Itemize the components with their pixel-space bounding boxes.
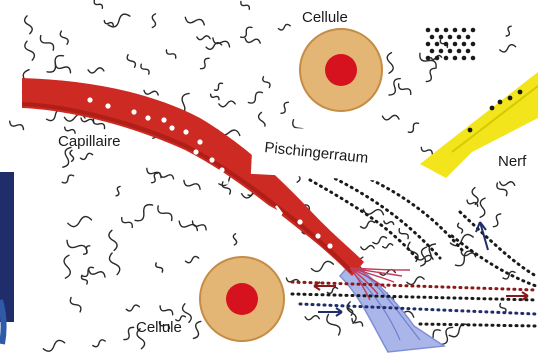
cluster-dot	[426, 42, 431, 47]
cluster-dot	[453, 42, 458, 47]
cluster-dot	[466, 49, 471, 54]
cluster-dot	[430, 49, 435, 54]
cluster-dot	[439, 49, 444, 54]
label-cell-bottom: Cellule	[136, 319, 182, 336]
label-cell-top: Cellule	[302, 9, 348, 26]
cell-bottom-nucleus	[226, 283, 258, 315]
cluster-dot	[462, 28, 467, 33]
cluster-dot	[430, 35, 435, 40]
blood-cell-dot	[297, 219, 302, 224]
blood-cell-dot	[197, 139, 202, 144]
blood-cell-dot	[183, 129, 188, 134]
cluster-dot	[448, 49, 453, 54]
blood-cell-dot	[315, 233, 320, 238]
cluster-dot	[466, 35, 471, 40]
cluster-dot	[444, 56, 449, 61]
label-nerve: Nerf	[498, 153, 527, 170]
cluster-dot	[462, 42, 467, 47]
cluster-dot	[444, 28, 449, 33]
cluster-dot	[426, 28, 431, 33]
nerve-dot	[490, 106, 495, 111]
left-frame-curve	[0, 300, 4, 344]
cluster-dot	[448, 35, 453, 40]
blood-cell-dot	[131, 109, 136, 114]
cell-top	[300, 29, 382, 111]
blood-cell-dot	[223, 179, 228, 184]
cluster-dot	[471, 56, 476, 61]
label-capillary: Capillaire	[58, 133, 121, 150]
blood-cell-dot	[105, 103, 110, 108]
cluster-dot	[471, 42, 476, 47]
nerve-dot	[508, 96, 513, 101]
cluster-dot	[435, 28, 440, 33]
cluster-dot	[435, 42, 440, 47]
cluster-dot	[444, 42, 449, 47]
cluster-dot	[471, 28, 476, 33]
nerve-dot	[498, 100, 503, 105]
blood-cell-dot	[327, 243, 332, 248]
blood-cell-dot	[209, 157, 214, 162]
cluster-dot	[457, 49, 462, 54]
cluster-dot	[426, 56, 431, 61]
cluster-dot	[453, 28, 458, 33]
cluster-dot	[453, 56, 458, 61]
cluster-dot	[462, 56, 467, 61]
nerve-dot	[468, 128, 473, 133]
cell-top-nucleus	[325, 54, 357, 86]
blood-cell-dot	[193, 149, 198, 154]
blood-cell-dot	[169, 125, 174, 130]
cluster-dot	[435, 56, 440, 61]
nerve-dot	[518, 90, 523, 95]
blood-cell-dot	[219, 167, 224, 172]
blood-cell-dot	[233, 189, 238, 194]
blood-cell-dot	[161, 117, 166, 122]
cell-bottom	[200, 257, 284, 341]
cluster-dot	[457, 35, 462, 40]
blood-cell-dot	[87, 97, 92, 102]
cluster-dot	[439, 35, 444, 40]
blood-cell-dot	[145, 115, 150, 120]
